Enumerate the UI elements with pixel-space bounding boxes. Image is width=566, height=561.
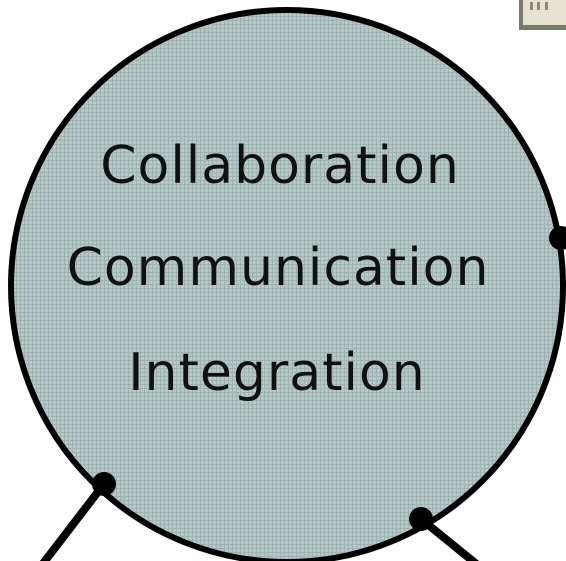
- connector-dot-upper-right: [549, 226, 566, 250]
- connector-dot-right: [409, 507, 433, 531]
- connector-line-left: [39, 480, 108, 561]
- connector-dot-left: [92, 472, 116, 496]
- label-collaboration: Collaboration: [100, 136, 460, 196]
- thumbnail-image: [519, 0, 566, 30]
- label-communication: Communication: [66, 238, 490, 298]
- connector-line-right: [417, 515, 480, 561]
- label-integration: Integration: [128, 343, 426, 403]
- central-circle: [8, 7, 566, 561]
